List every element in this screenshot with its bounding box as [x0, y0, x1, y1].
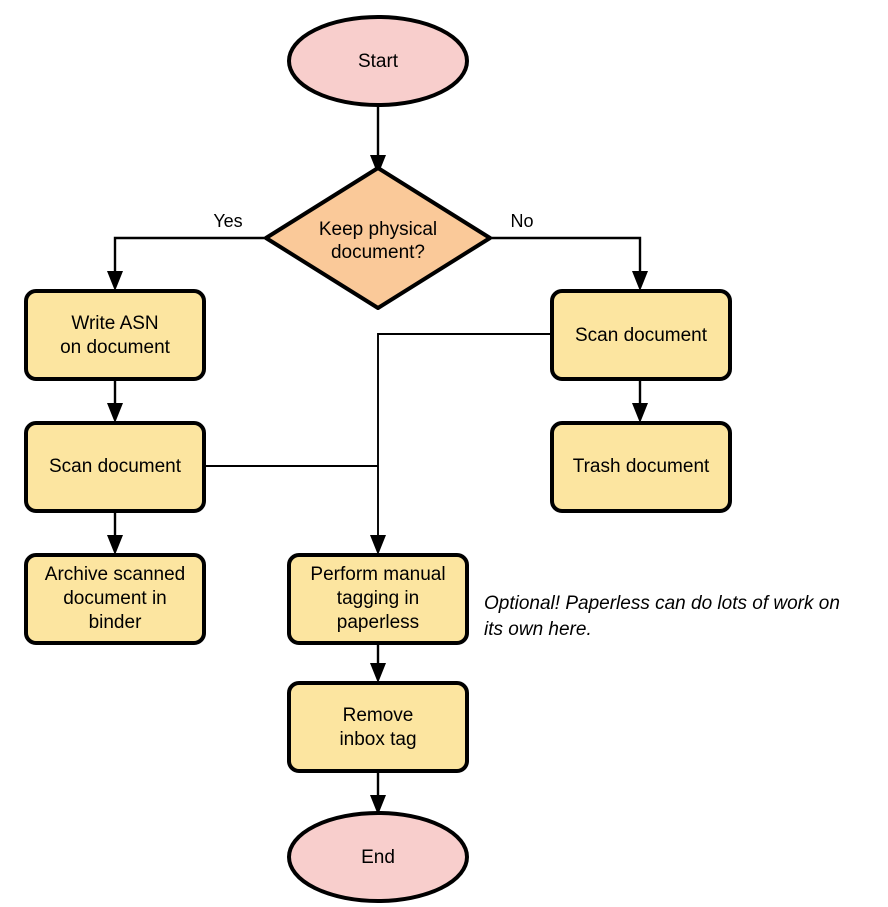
annotation-note-line2: its own here.	[484, 619, 592, 640]
node-write-asn[interactable]: Write ASN on document	[24, 289, 206, 381]
arrowhead-icon	[107, 271, 123, 291]
annotation-note-line1: Optional! Paperless can do lots of work …	[484, 593, 840, 614]
edge-scanleft-to-tagging	[204, 465, 386, 555]
node-manual-tagging-label-line2: tagging in	[337, 588, 419, 609]
edge-writeasn-to-scanleft	[107, 379, 123, 423]
node-archive-binder-label-line3: binder	[89, 612, 142, 633]
edge-tagging-to-removeinbox	[370, 643, 386, 683]
node-manual-tagging[interactable]: Perform manual tagging in paperless	[287, 553, 469, 645]
arrowhead-icon	[370, 155, 386, 175]
node-end-label: End	[361, 847, 395, 868]
node-manual-tagging-label-line3: paperless	[337, 612, 419, 633]
node-remove-inbox-tag-label-line2: inbox tag	[339, 729, 416, 750]
node-scan-document-left[interactable]: Scan document	[24, 421, 206, 513]
node-trash-document[interactable]: Trash document	[550, 421, 732, 513]
node-remove-inbox-tag[interactable]: Remove inbox tag	[287, 681, 469, 773]
node-scan-document-left-label: Scan document	[49, 456, 182, 477]
node-start-label: Start	[358, 51, 399, 72]
edge-label-no: No	[510, 211, 533, 231]
arrowhead-icon	[107, 535, 123, 555]
node-archive-binder[interactable]: Archive scanned document in binder	[24, 553, 206, 645]
edge-scanright-to-trash	[632, 379, 648, 423]
node-start[interactable]: Start	[287, 15, 469, 107]
node-end[interactable]: End	[287, 811, 469, 903]
arrowhead-icon	[370, 795, 386, 815]
edge-label-yes: Yes	[213, 211, 242, 231]
annotation-note: Optional! Paperless can do lots of work …	[484, 593, 840, 640]
node-scan-document-right[interactable]: Scan document	[550, 289, 732, 381]
edge-decision-yes	[107, 236, 266, 291]
node-archive-binder-label-line2: document in	[63, 588, 167, 609]
arrowhead-icon	[632, 403, 648, 423]
node-decision-label-line2: document?	[331, 242, 425, 263]
edge-start-to-decision	[370, 103, 386, 175]
node-decision-keep-physical-document[interactable]: Keep physical document?	[264, 166, 492, 310]
node-manual-tagging-label-line1: Perform manual	[310, 564, 445, 585]
node-write-asn-label-line1: Write ASN	[71, 313, 158, 334]
edge-removeinbox-to-end	[370, 771, 386, 815]
arrowhead-icon	[370, 663, 386, 683]
edge-scanright-to-tagging	[377, 333, 552, 543]
node-write-asn-label-line2: on document	[60, 337, 171, 358]
node-scan-document-right-label: Scan document	[575, 325, 708, 346]
arrowhead-icon	[632, 271, 648, 291]
edge-decision-no	[490, 236, 648, 291]
node-archive-binder-label-line1: Archive scanned	[45, 564, 185, 585]
node-remove-inbox-tag-label-line1: Remove	[343, 705, 414, 726]
node-decision-label-line1: Keep physical	[319, 219, 437, 240]
edge-scanleft-to-archive	[107, 511, 123, 555]
arrowhead-icon	[107, 403, 123, 423]
node-trash-document-label: Trash document	[573, 456, 710, 477]
arrowhead-icon	[370, 535, 386, 555]
